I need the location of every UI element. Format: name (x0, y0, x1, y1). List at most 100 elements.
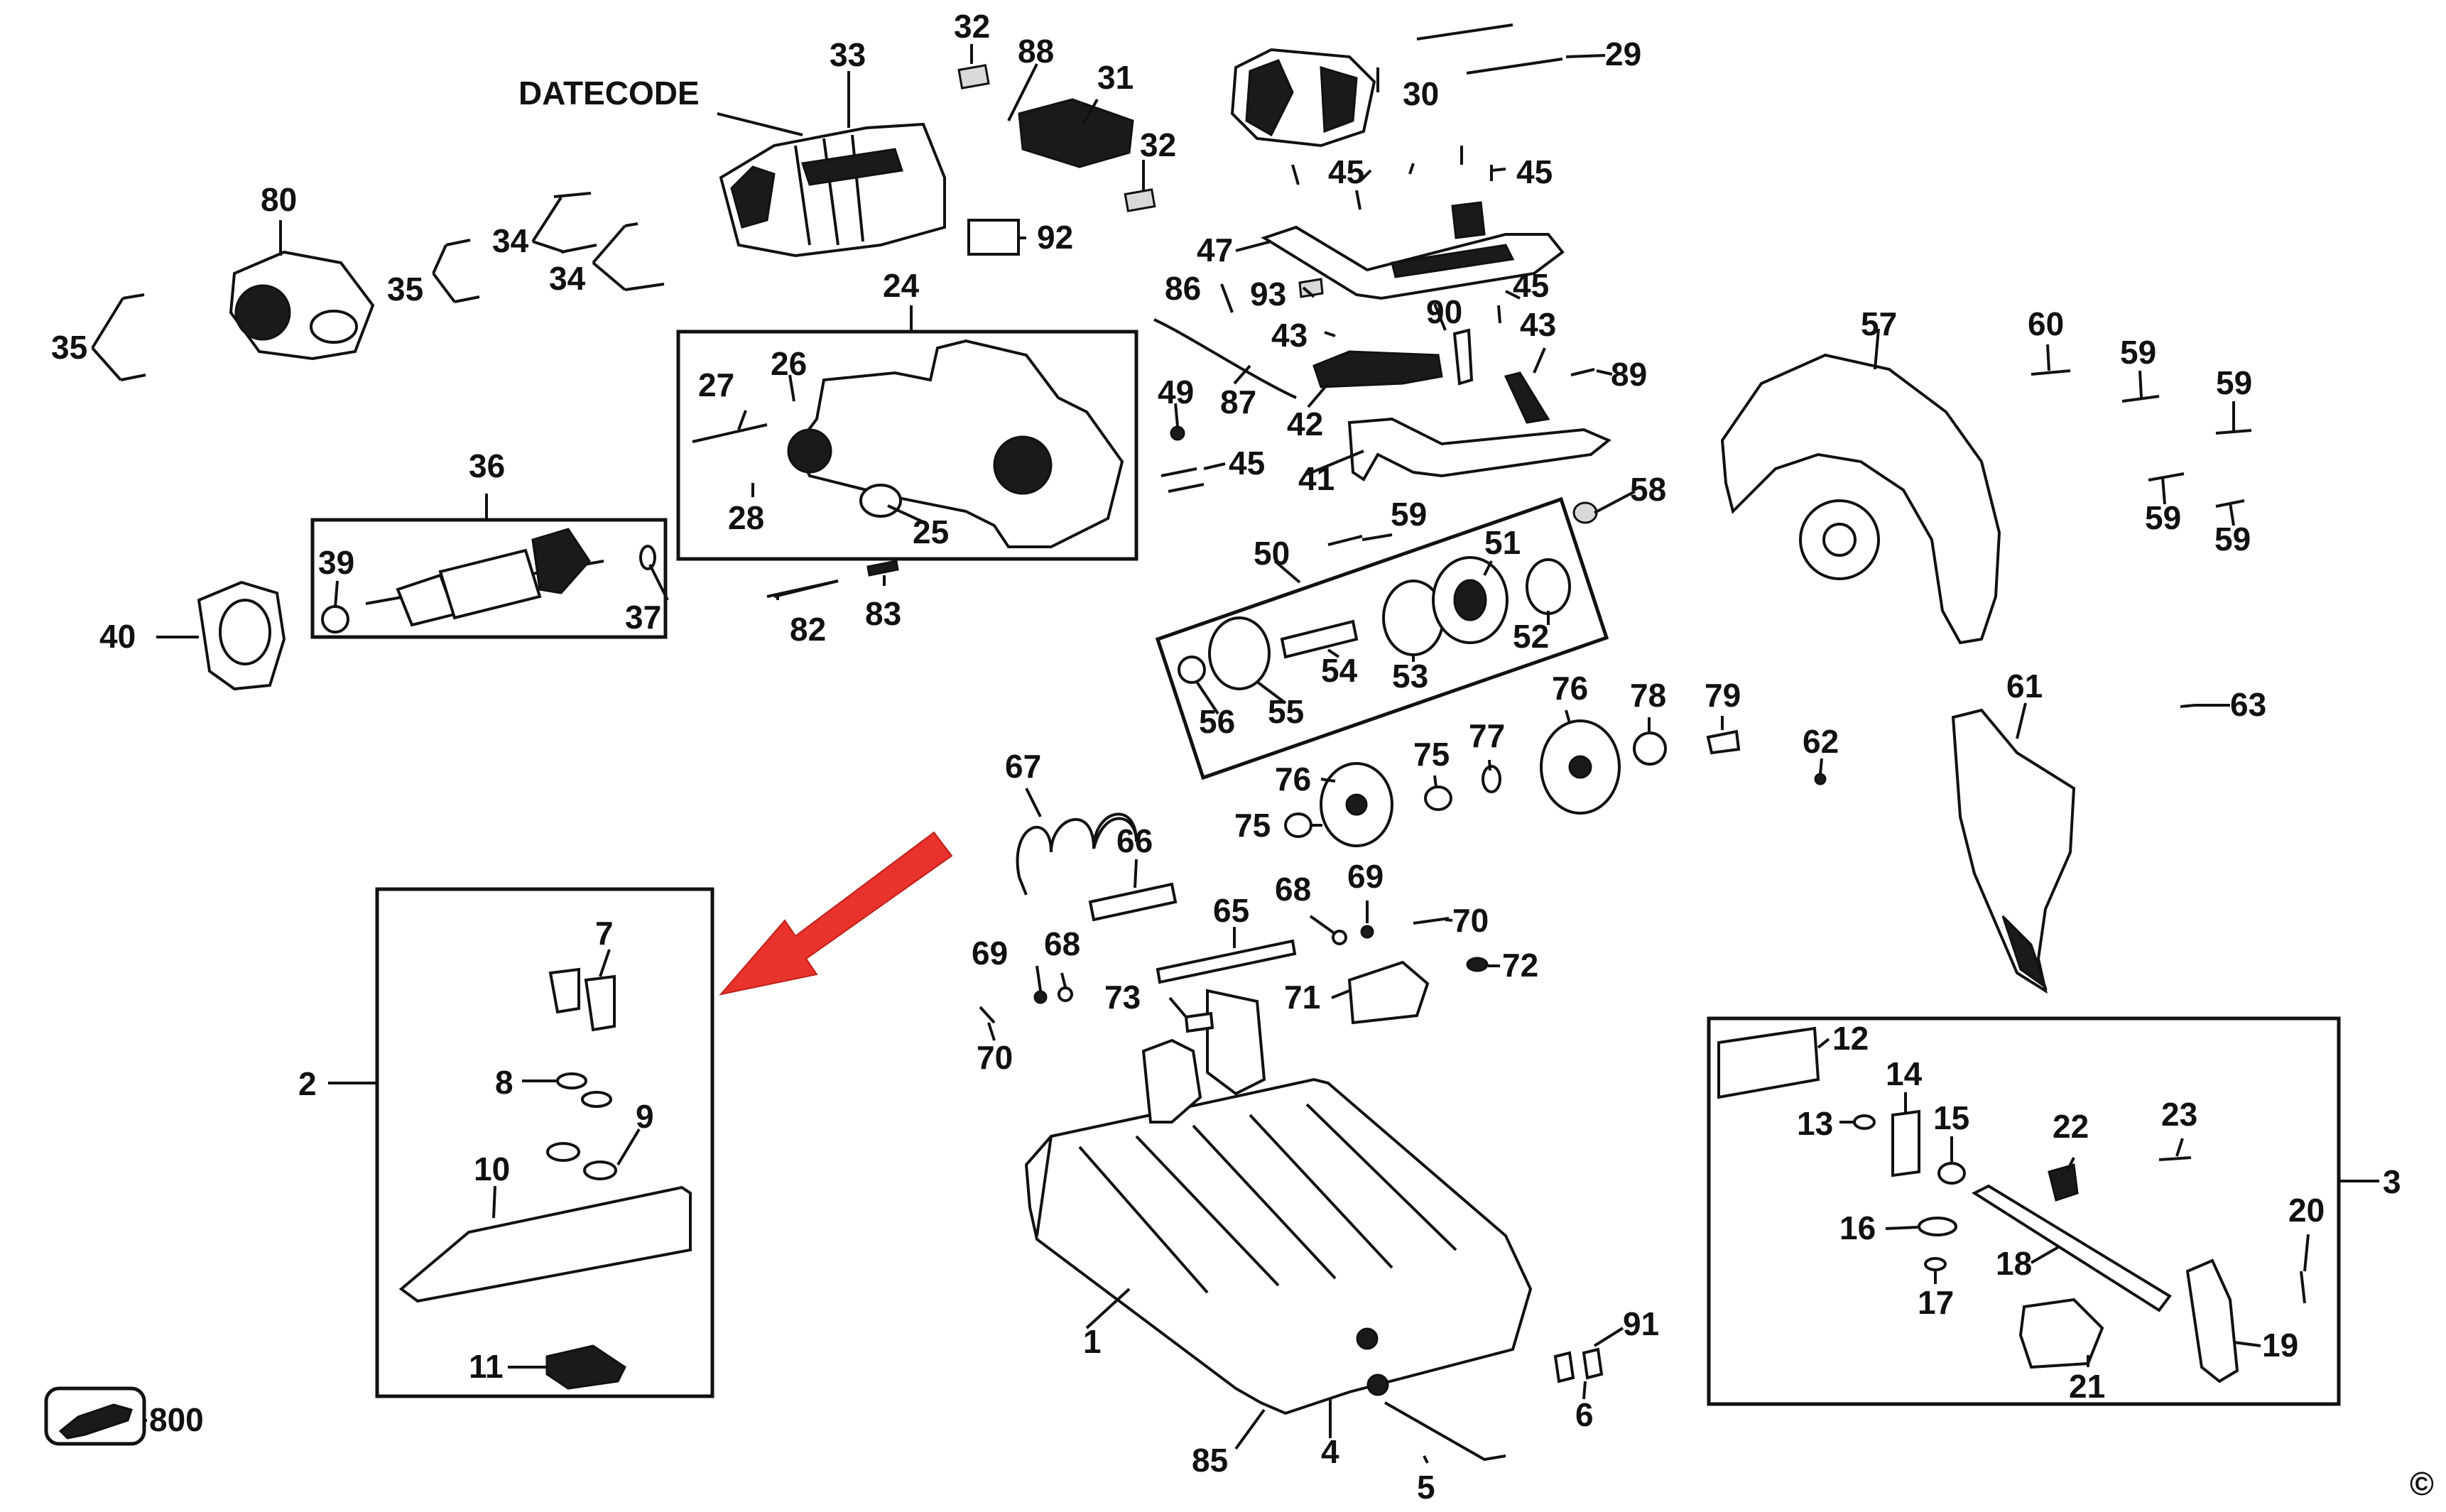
part-label-40: 40 (99, 618, 136, 655)
part-label-29: 29 (1605, 36, 1641, 72)
part-label-8: 8 (495, 1064, 513, 1101)
bracket-part-12 (1717, 1026, 1820, 1099)
spindle-part-54 (1280, 619, 1359, 659)
wire-part-86 (1153, 318, 1297, 399)
washer-part-15 (1937, 1162, 1966, 1185)
washer-part-78 (1633, 731, 1667, 766)
fence-part-10 (398, 1185, 692, 1303)
group-box-2 (375, 887, 714, 1398)
part-label-68: 68 (1275, 871, 1311, 908)
part-label-37: 37 (625, 599, 661, 636)
part-label-69: 69 (1347, 858, 1384, 895)
part-label-50: 50 (1254, 535, 1290, 572)
bearing-housing-part-51 (1432, 556, 1509, 644)
lower-guard-part (1951, 708, 2076, 994)
brush-holder-part (1018, 98, 1134, 168)
washer-part-9 (546, 1142, 580, 1162)
part-label-93: 93 (1250, 276, 1286, 312)
part-label-10: 10 (474, 1151, 510, 1187)
washer-part-16 (1918, 1217, 1957, 1236)
group-box-3 (1707, 1016, 2341, 1406)
bolt-part-73 (1184, 1011, 1214, 1033)
part-label-6: 6 (1575, 1396, 1594, 1433)
part-label-90: 90 (1426, 293, 1462, 330)
bolt-part-7 (548, 967, 580, 1014)
nut-part-62 (1814, 773, 1827, 785)
nut-part-93 (1298, 278, 1324, 298)
washer-part-9-2 (583, 1160, 617, 1180)
part-label-12: 12 (1832, 1020, 1869, 1057)
end-cap-part (229, 250, 375, 361)
washer-part-37 (639, 545, 656, 570)
nut-part-69 (1360, 925, 1374, 939)
part-label-4: 4 (1321, 1433, 1339, 1470)
bracket-part-71 (1347, 960, 1430, 1025)
part-label-19: 19 (2262, 1327, 2298, 1364)
flange-part-76-2 (1540, 719, 1621, 815)
copyright-symbol: © (2410, 1465, 2434, 1502)
part-label-83: 83 (865, 595, 901, 632)
part-label-28: 28 (728, 499, 764, 536)
part-label-36: 36 (469, 447, 505, 484)
part-label-56: 56 (1199, 703, 1235, 740)
handle-part (1261, 201, 1565, 300)
pin-part-23 (2158, 1156, 2192, 1161)
service-tool-box (44, 1386, 146, 1446)
spring-part-67 (1016, 812, 1138, 896)
part-label-80: 80 (261, 181, 297, 218)
bolt-part-79 (1706, 729, 1741, 755)
part-label-33: 33 (830, 36, 866, 73)
part-label-59b: 59 (2120, 334, 2156, 371)
part-label-9: 9 (636, 1098, 654, 1135)
rod-part-2 (1466, 58, 1563, 75)
label-plate-part (967, 219, 1020, 256)
part-label-70: 70 (1452, 902, 1489, 939)
tube-part-14 (1891, 1109, 1920, 1177)
nut-part-6 (1553, 1351, 1575, 1383)
bracket-part-21 (2018, 1298, 2104, 1369)
part-label-20: 20 (2288, 1192, 2325, 1229)
part-label-87: 87 (1220, 384, 1256, 420)
gear-housing-part (787, 339, 1124, 548)
part-label-77: 77 (1469, 717, 1505, 754)
blade-guard-part (1720, 353, 2001, 645)
part-label-72: 72 (1502, 947, 1538, 984)
part-label-71: 71 (1284, 979, 1320, 1016)
part-label-86: 86 (1165, 270, 1201, 307)
part-label-65: 65 (1213, 892, 1249, 929)
part-label-17: 17 (1918, 1284, 1954, 1321)
part-label-67: 67 (1005, 748, 1041, 785)
part-label-58: 58 (1630, 471, 1666, 508)
part-label-68b: 68 (1044, 925, 1080, 962)
part-label-62: 62 (1803, 723, 1839, 760)
part-label-66: 66 (1116, 822, 1153, 859)
part-label-1: 1 (1083, 1323, 1102, 1360)
part-label-88: 88 (1018, 33, 1054, 70)
nut-part-69-2 (1033, 990, 1048, 1004)
bearing-part-55 (1208, 616, 1271, 690)
nut-part-58 (1572, 501, 1598, 524)
part-label-30: 30 (1403, 75, 1439, 112)
part-label-53: 53 (1392, 658, 1428, 695)
armature-part (365, 528, 604, 627)
part-label-15: 15 (1933, 1099, 1969, 1136)
part-label-76: 76 (1552, 670, 1588, 707)
part-label-63: 63 (2230, 686, 2266, 723)
part-label-21: 21 (2069, 1368, 2105, 1405)
part-label-27: 27 (698, 366, 734, 403)
washer-part-8-2 (581, 1091, 612, 1108)
service-tool-icon (58, 1403, 133, 1440)
part-label-75b: 75 (1234, 807, 1271, 844)
hex-key-part (1384, 1401, 1506, 1462)
pin-part-90 (1452, 328, 1474, 386)
bearing-part-52 (1526, 558, 1571, 615)
nut-part-6-2 (1582, 1347, 1604, 1380)
part-label-79: 79 (1705, 677, 1741, 714)
part-label-35b: 35 (51, 329, 87, 366)
stator-part (1230, 48, 1376, 148)
part-label-18: 18 (1996, 1245, 2032, 1282)
group-box-50 (1155, 496, 1609, 781)
fence-bracket-part (1141, 1038, 1202, 1124)
part-label-39: 39 (318, 544, 354, 581)
part-label-3: 3 (2383, 1163, 2401, 1200)
